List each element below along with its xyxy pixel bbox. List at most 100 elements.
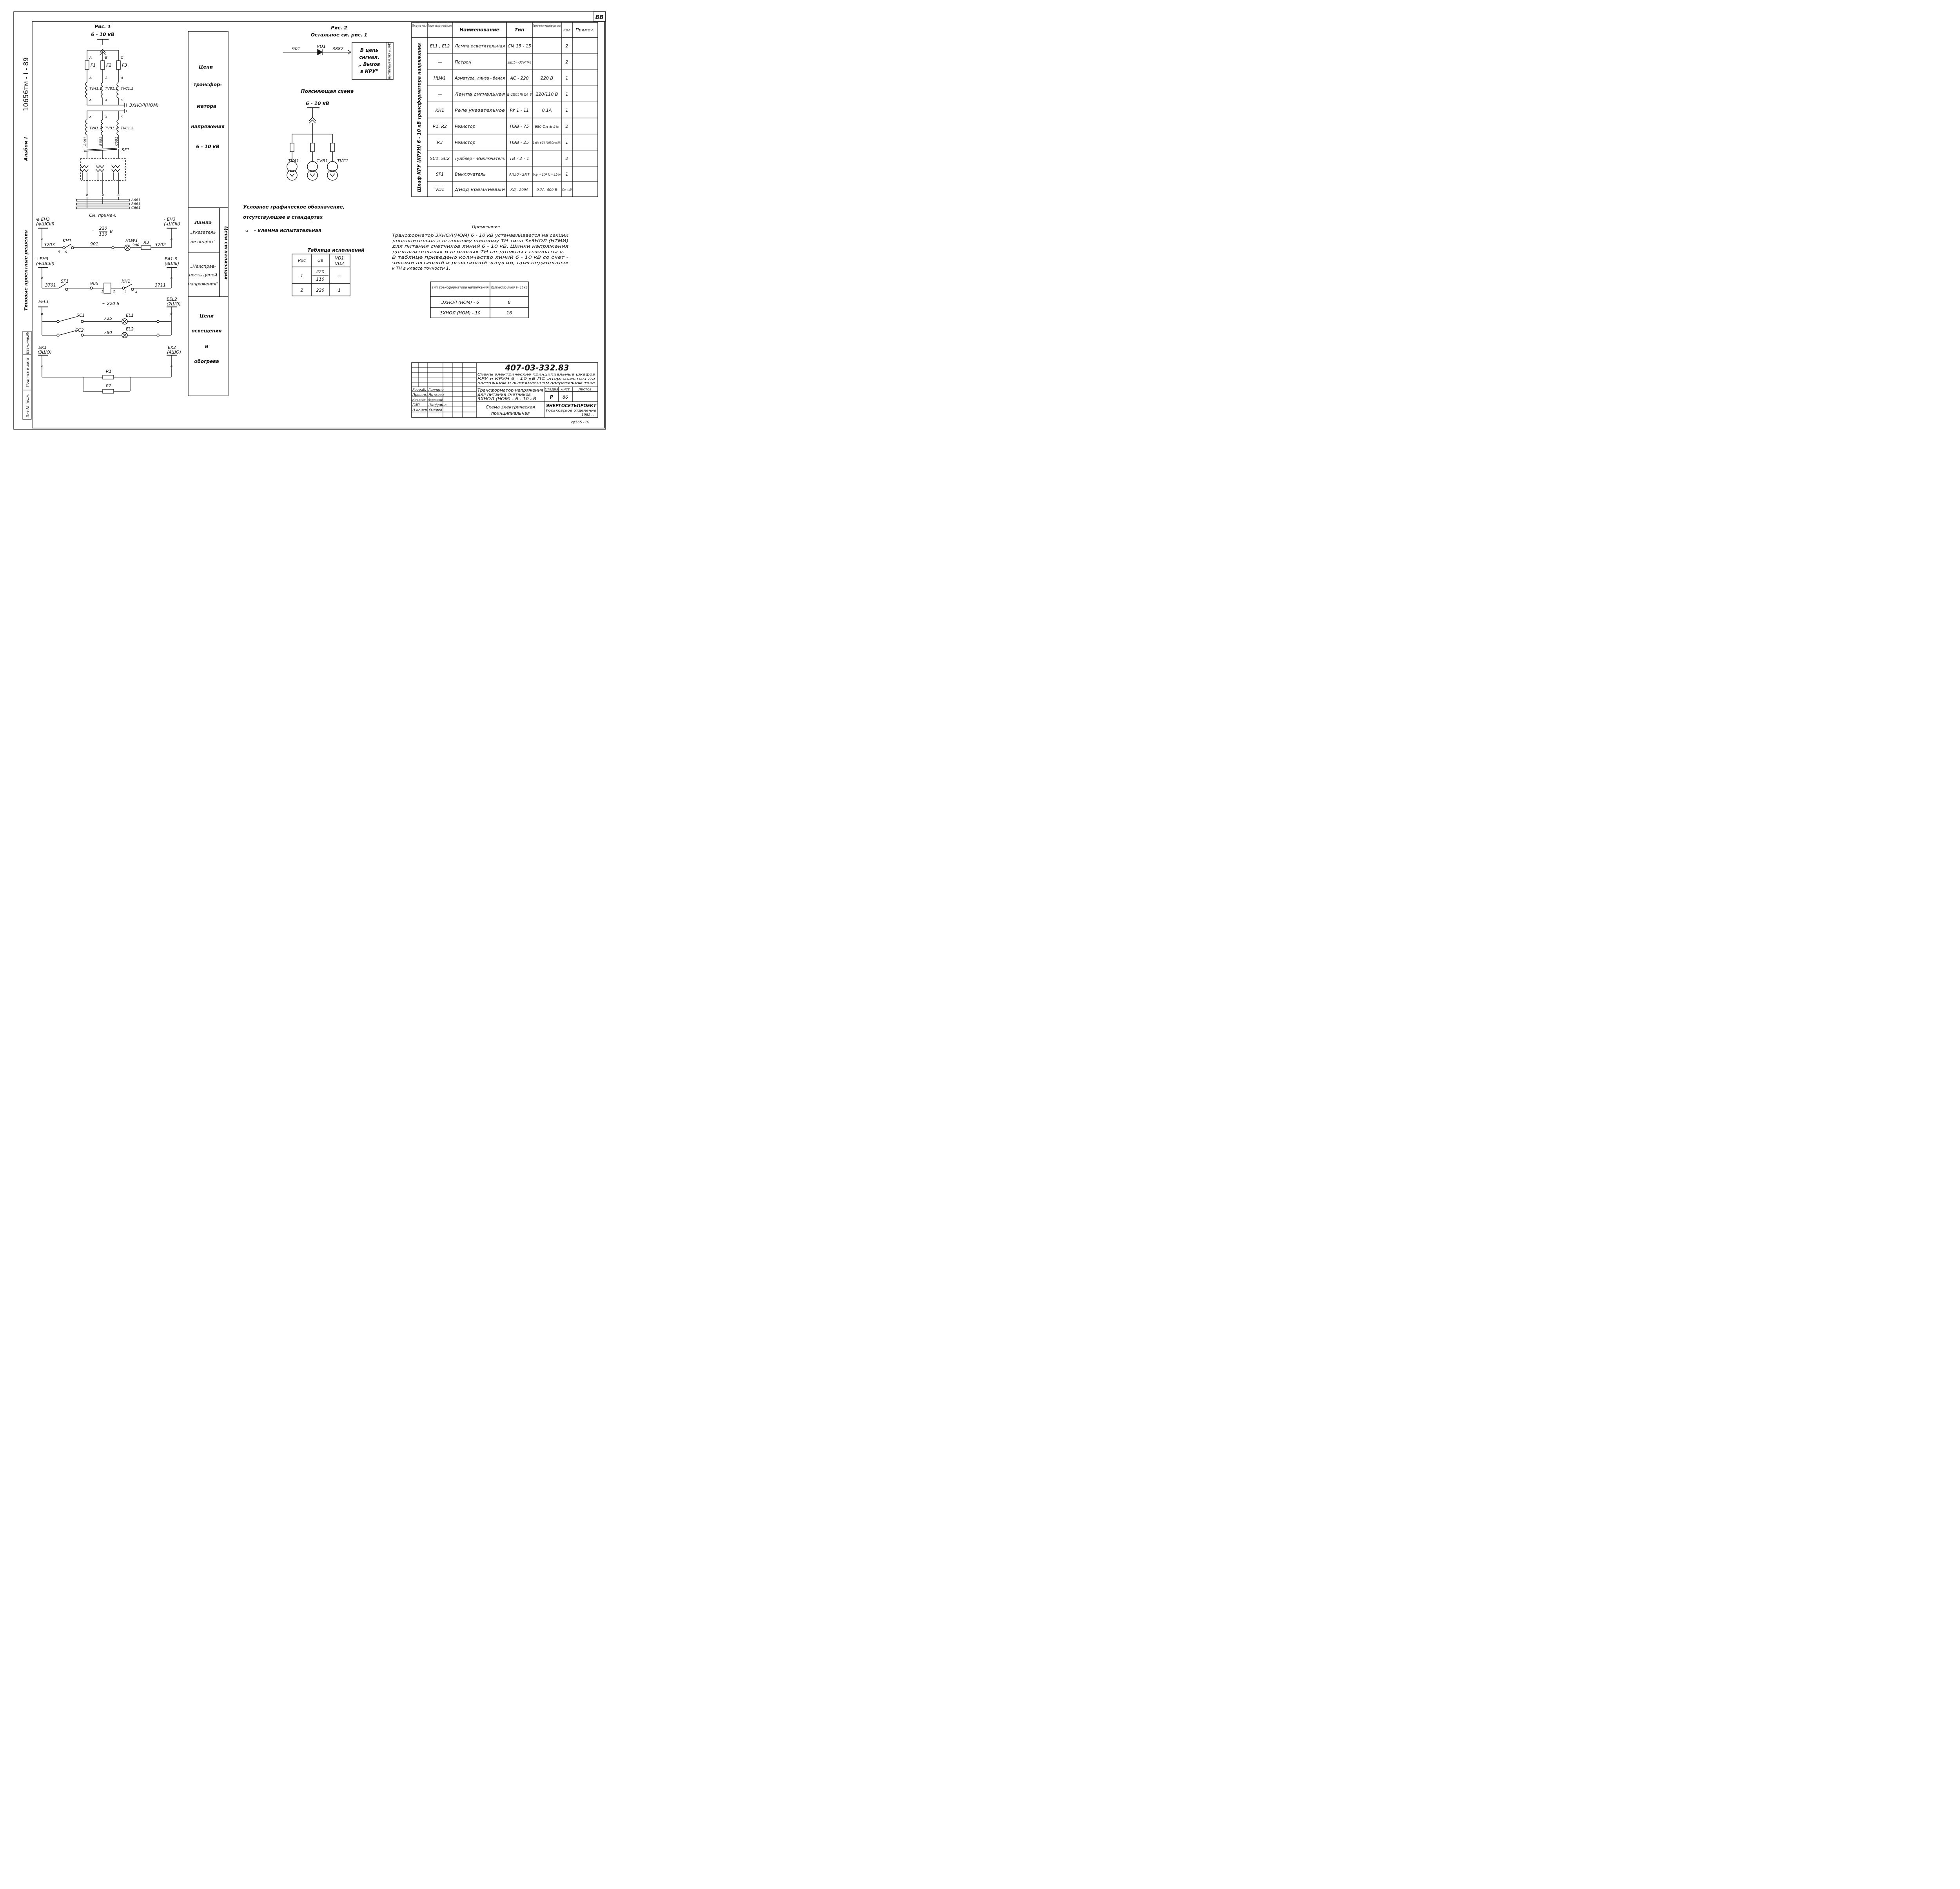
note-line7: к ТН в классе точности 1. [392,266,450,271]
expl-tvc1: TVC1 [337,158,348,163]
note-line6: чиками активной и реактивной энергии, пр… [392,260,569,265]
page-number: 88 [595,14,604,21]
tb-sheet-name-2: принципиальная [491,411,530,416]
inner-frame [32,21,605,428]
sf1-label: SF1 [122,147,129,152]
lt-right-bus2: (2ШО) [167,301,181,307]
col4-line1: Цепи [200,313,214,319]
col1-line1: Цепи [199,64,213,70]
title-block: 407-03-332.83 Схемы электрические принци… [411,362,598,425]
spec-r2-qty: 2 [566,60,568,65]
bus-note: См. примеч. [89,213,116,218]
spec-r6-char: 680 Ом ± 5% [535,125,559,129]
tb-name-3: Федоровский [428,398,443,402]
col1-line4: напряжения [191,124,225,129]
sig-node-3703: 3703 [44,242,55,247]
variants-table: Таблица исполнений Рис Uв VD1 VD2 1 220 … [292,247,365,296]
var-r1-u2: 110 [316,277,325,282]
col3-line1: „Неисправ- [190,264,216,269]
fig2-vd1: VD1 [317,44,326,49]
tv-c11: TVC1.1 [121,87,133,91]
legend-line2: отсутствующее в стандартах [243,214,323,220]
spec-row-lines [427,53,598,182]
tb-sheet: 86 [563,395,568,400]
tb-year: 1982 г. [581,413,594,417]
spec-r8-qty: 2 [566,156,568,161]
page-number-box [593,11,606,22]
var-r2-vd: 1 [338,288,341,293]
sig-hlw1: HLW1 [125,238,138,243]
tb-org: ЭНЕРГОСЕТЬПРОЕКТ [546,403,597,408]
svg-text:⌀: ⌀ [117,193,120,197]
col2-line3: не поднят" [191,239,216,244]
legend-item: - клемма испытательная [254,228,321,233]
spec-side: Шкаф КРУ (КРУН) 6 - 10 кВ трансформатора… [416,43,422,192]
spec-r9-type: АП50 - 2МТ [509,173,530,177]
svg-text:⌀: ⌀ [170,312,172,316]
tb-org2: Горьковское отделение [546,409,597,413]
tv-secondary-windings [85,109,127,148]
left-stamp: Инв.№ подл. Подпись и дата Взам.инв.№ [22,331,32,420]
tb-drawing-1: Трансформатор напряжения [477,388,543,393]
spec-r1-type: СМ 15 - 15 [508,44,531,49]
flt-right-bus: EA1.3 [165,256,177,261]
tv-a12: TVA1.2 [89,127,102,131]
fig1-plug-icon [100,49,106,53]
fuse-f2: F2 [106,63,111,68]
sig-contact-6: 6 [65,250,67,254]
sig-kh1: KH1 [63,238,71,243]
flt-contact-4: 4 [135,290,138,294]
tb-name-4: Шифрина [428,403,446,407]
spec-r7-type: ПЭВ - 25 [510,140,529,145]
sig-right-bus: - EH3 [164,217,176,222]
figure-2: Рис. 2 Остальное см. рис. 1 901 VD1 3887… [283,25,394,80]
sig-right-bus2: (-ШСIII) [164,221,180,227]
sig-voltage-num: 220 [99,226,107,231]
spec-r5-type: РУ 1 - 11 [510,108,529,113]
nt-h-count: Количество линий 6 - 10 кВ [491,286,527,290]
fig2-node-3887: 3887 [332,46,343,51]
fig1-buses [76,197,130,209]
spec-r3-char: 220 В [541,76,553,81]
figure-1: Рис. 1 6 - 10 кВ A B C F1 F2 F3 A A A TV [76,24,159,218]
col1-line5: 6 - 10 кВ [196,144,220,149]
fig1-title: Рис. 1 [94,24,111,29]
fig2-title: Рис. 2 [331,25,347,31]
spec-r2-type: 2Ш15 - -38 МНК8 [508,61,531,65]
lt-el1: EL1 [126,313,134,318]
stamp-inv: Инв.№ подл. [26,394,30,417]
spec-h-place: Место уста- новки [412,24,426,28]
winding-x-4: x [89,115,92,119]
flt-contact-1: 1 [101,290,103,294]
expl-tvb1: TVB1 [317,158,328,163]
spec-r3-type: АС - 220 [510,76,528,81]
tb-name-1: Галчина [428,388,444,392]
var-h-u: Uв [318,258,323,263]
sig-node-901: 901 [90,241,98,247]
spec-r3-pos: HLW1 [434,76,446,81]
fig2-node-901: 901 [292,46,300,51]
spec-r10-qty: См. таб [562,188,572,192]
spec-r9-char: Iн.р. = 2,5А Ic = 3,5 Iн [533,173,561,177]
flt-node-3701: 3701 [45,283,56,288]
spec-r10-name: Диод кремниевый [454,187,505,192]
col1-line2: трансфор- [194,82,222,87]
tb-project-1: Схемы электрические принципиальные шкафо… [477,373,595,377]
sig-left-bus2: (⊕ШСIII) [36,221,54,227]
sig-contact-5: 5 [58,250,60,254]
col23-side: Цепи сигнализации [223,226,229,280]
sig-left-bus: ⊕ EH3 [36,217,50,222]
col2-line1: Лампа [194,220,212,225]
tb-drawing-2: для питания счетчиков [477,392,531,397]
var-r1-u1: 220 [316,269,325,274]
winding-x-2: x [105,98,107,102]
spec-r7-char: 1 кОм ± 5% / 360 Ом ± 5% [533,141,561,145]
flt-node-3711: 3711 [155,283,166,288]
sig-voltage-unit: В [110,229,113,234]
legend: Условное графическое обозначение, отсутс… [243,204,345,233]
tb-project-2: КРУ и КРУН 6 - 10 кВ ПС энергосистем на [477,377,595,381]
tb-sheet-label: Лист [561,388,570,392]
phase-c: C [121,56,123,60]
spec-r6-type: ПЭВ - 75 [510,124,529,129]
col4-line4: обогрева [194,359,219,364]
